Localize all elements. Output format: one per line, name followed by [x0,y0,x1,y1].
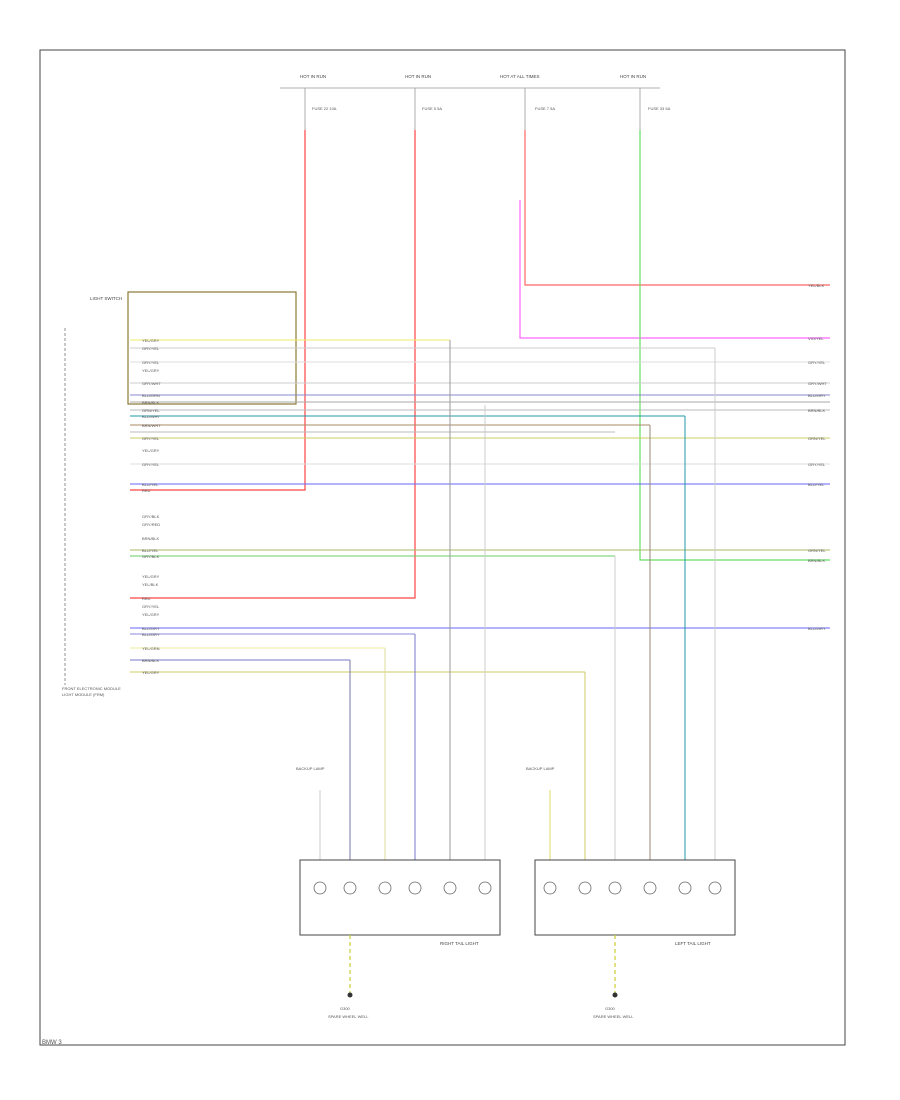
svg-text:GRY/YEL: GRY/YEL [142,462,160,467]
wire-red-feed-2 [130,130,416,599]
ground-label-right: G300 [340,1006,351,1011]
right-tail-light-housing [299,859,501,936]
ground-point-right-icon [347,992,353,998]
svg-text:GRY/YEL: GRY/YEL [142,360,160,365]
svg-text:BLU/YEL: BLU/YEL [142,548,159,553]
pin-labels: YEL/GRY GRY/YEL GRY/YEL YEL/GRY GRY/WHT … [142,338,161,675]
svg-text:GRY/RED: GRY/RED [142,522,160,527]
svg-text:YEL/GRY: YEL/GRY [142,368,160,373]
svg-text:YEL/GRN: YEL/GRN [142,646,160,651]
wire-pink-right [524,130,830,286]
lamp-note-2: BACKUP LAMP [526,766,555,771]
svg-text:VIO/YEL: VIO/YEL [808,336,824,341]
svg-text:BLU/YEL: BLU/YEL [808,482,825,487]
fuse-drops [304,88,641,130]
left-tail-light-label: LEFT TAIL LIGHT [675,941,711,946]
svg-text:GRY/YEL: GRY/YEL [808,360,826,365]
fuse-label-3: FUSE 7 5A [535,106,555,111]
ground-note-left: SPARE WHEEL WELL [593,1014,634,1019]
source-label-1: HOT IN RUN [300,74,326,79]
svg-text:BLU/GRN: BLU/GRN [142,393,160,398]
svg-text:BRN/BLK: BRN/BLK [142,536,159,541]
left-note: LIGHT MODULE (FRM) [62,692,105,697]
svg-text:RED: RED [142,488,151,493]
svg-text:BLU/GRY: BLU/GRY [142,632,160,637]
svg-text:YEL/BLK: YEL/BLK [142,582,159,587]
source-label-3: HOT AT ALL TIMES [500,74,540,79]
svg-text:BRN/WHT: BRN/WHT [142,423,161,428]
svg-text:GRN/YEL: GRN/YEL [142,408,160,413]
svg-text:YEL/GRY: YEL/GRY [142,448,160,453]
source-label-4: HOT IN RUN [620,74,646,79]
page-footer: BMW 3 [42,1040,62,1046]
svg-text:BLU/GRY: BLU/GRY [808,626,826,631]
diagram-border [39,49,846,1046]
svg-text:BRN/BLK: BRN/BLK [808,408,825,413]
svg-text:YEL/GRY: YEL/GRY [142,338,160,343]
connector-label: LIGHT SWITCH [90,296,122,301]
svg-text:BLU/WHT: BLU/WHT [142,414,161,419]
svg-text:RED: RED [142,596,151,601]
bulbs [313,881,722,895]
svg-text:GRY/YEL: GRY/YEL [142,604,160,609]
svg-text:BRN/BLK: BRN/BLK [142,658,159,663]
fuse-label-2: FUSE 5 5A [422,106,442,111]
svg-text:YEL/BLK: YEL/BLK [808,283,825,288]
svg-text:BRN/BLK: BRN/BLK [808,558,825,563]
svg-text:GRY/BLK: GRY/BLK [142,514,160,519]
left-label: FRONT ELECTRONIC MODULE [62,686,121,691]
svg-text:BLU/YEL: BLU/YEL [142,482,159,487]
svg-text:GRY/YEL: GRY/YEL [142,346,160,351]
svg-text:GRY/YEL: GRY/YEL [808,462,826,467]
left-tail-light-housing [534,859,736,936]
svg-text:BLU/GRY: BLU/GRY [142,626,160,631]
wire-green-right [639,130,830,561]
wire-red-feed-1 [130,130,306,491]
right-labels: YEL/BLK VIO/YEL GRY/YEL GRY/WHT BLU/GRY … [808,283,827,631]
vertical-drops [319,340,716,860]
svg-text:YEL/GRY: YEL/GRY [142,612,160,617]
svg-text:GRY/WHT: GRY/WHT [808,381,827,386]
svg-text:GRN/YEL: GRN/YEL [808,548,826,553]
svg-text:YEL/GRY: YEL/GRY [142,670,160,675]
fuse-label-1: FUSE 22 10A [312,106,337,111]
source-label-2: HOT IN RUN [405,74,431,79]
svg-text:YEL/GRY: YEL/GRY [142,574,160,579]
right-tail-light-label: RIGHT TAIL LIGHT [440,941,479,946]
svg-text:GRN/YEL: GRN/YEL [808,436,826,441]
horizontal-wires [130,339,830,673]
fuse-label-4: FUSE 33 5A [648,106,671,111]
lamp-note-1: BACKUP LAMP [296,766,325,771]
svg-text:GRY/WHT: GRY/WHT [142,381,161,386]
svg-text:GRY/BLK: GRY/BLK [142,554,160,559]
wire-violet-right [519,200,830,339]
ground-label-left: G300 [605,1006,616,1011]
svg-text:GRY/YEL: GRY/YEL [142,436,160,441]
svg-text:BLU/GRY: BLU/GRY [808,393,826,398]
ground-point-left-icon [612,992,618,998]
svg-text:BRN/BLK: BRN/BLK [142,400,159,405]
ground-note-right: SPARE WHEEL WELL [328,1014,369,1019]
